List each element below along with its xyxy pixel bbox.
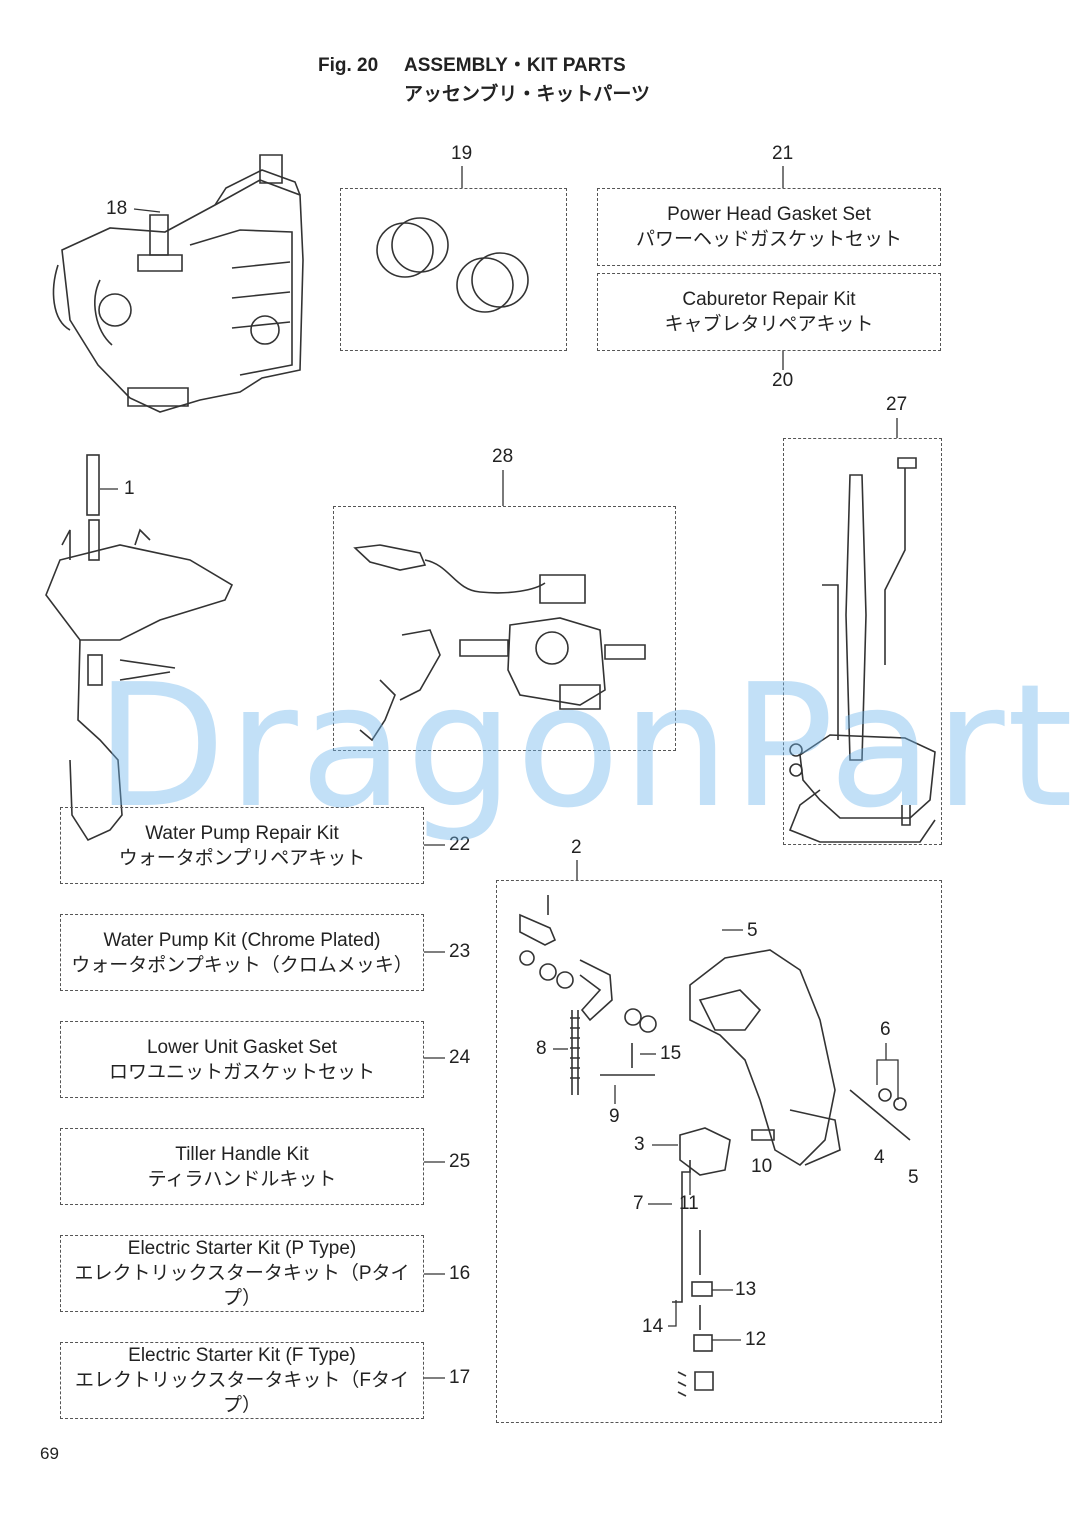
- water-pump-repair-kit-jp: ウォータポンプリペアキット: [118, 847, 366, 869]
- figure-number: Fig. 20: [318, 55, 379, 76]
- callout-14: 14: [642, 1316, 664, 1337]
- callout-15: 15: [660, 1043, 682, 1064]
- watermark: DragonPart.ru: [95, 648, 1075, 846]
- callout-17: 17: [449, 1367, 471, 1388]
- callout-27: 27: [886, 394, 908, 415]
- figure-title: Fig. 20 ASSEMBLY・KIT PARTS アッセンブリ・キットパーツ: [318, 50, 650, 106]
- callout-16: 16: [449, 1263, 471, 1284]
- callout-8: 8: [536, 1038, 547, 1059]
- callout-5-top: 5: [747, 920, 758, 941]
- lower-unit-gasket-set-jp: ロワユニットガスケットセット: [108, 1061, 375, 1083]
- water-pump-repair-kit-en: Water Pump Repair Kit: [145, 822, 339, 844]
- electric-starter-kit-p-jp: エレクトリックスタータキット（Pタイプ）: [74, 1263, 410, 1309]
- callout-1: 1: [124, 478, 135, 499]
- electric-starter-kit-f-en: Electric Starter Kit (F Type): [128, 1345, 356, 1366]
- callout-28: 28: [492, 446, 514, 467]
- figure-title-en: ASSEMBLY・KIT PARTS: [404, 55, 626, 76]
- callout-25: 25: [449, 1151, 471, 1172]
- water-pump-kit-chrome-en: Water Pump Kit (Chrome Plated): [103, 929, 381, 951]
- cable-assembly-box: [333, 506, 676, 751]
- callout-9: 9: [609, 1106, 620, 1127]
- water-pump-kit-chrome-box: Water Pump Kit (Chrome Plated) ウォータポンプキッ…: [60, 914, 424, 991]
- callout-10: 10: [751, 1156, 773, 1177]
- piston-rings-box: [340, 188, 567, 351]
- callout-19: 19: [451, 143, 473, 164]
- callout-24: 24: [449, 1047, 471, 1068]
- tiller-handle-kit-en: Tiller Handle Kit: [175, 1143, 309, 1165]
- callout-7: 7: [633, 1193, 644, 1214]
- power-head-drawing: [52, 154, 304, 413]
- callout-21: 21: [772, 143, 794, 164]
- callout-20: 20: [772, 370, 794, 391]
- callout-12: 12: [745, 1329, 767, 1350]
- lower-unit-gasket-set-box: Lower Unit Gasket Set ロワユニットガスケットセット: [60, 1021, 424, 1098]
- callout-18: 18: [106, 198, 128, 219]
- water-pump-kit-chrome-jp: ウォータポンプキット（クロムメッキ）: [71, 954, 413, 976]
- callout-23: 23: [449, 941, 471, 962]
- callout-11: 11: [679, 1193, 699, 1214]
- carburetor-repair-kit-box: Caburetor Repair Kit キャブレタリペアキット: [597, 273, 941, 351]
- bracket-assembly-box: [496, 880, 942, 1423]
- page-number: 69: [40, 1444, 59, 1463]
- callout-5-bottom: 5: [908, 1167, 919, 1188]
- shaft-assembly-box: [783, 438, 942, 845]
- power-head-gasket-set-jp: パワーヘッドガスケットセット: [635, 229, 902, 250]
- lower-unit-gasket-set-en: Lower Unit Gasket Set: [146, 1036, 338, 1058]
- tiller-handle-kit-box: Tiller Handle Kit ティラハンドルキット: [60, 1128, 424, 1205]
- water-pump-repair-kit-box: Water Pump Repair Kit ウォータポンプリペアキット: [60, 807, 424, 884]
- callout-13: 13: [735, 1279, 757, 1300]
- callout-3: 3: [634, 1134, 645, 1155]
- carburetor-repair-kit-jp: キャブレタリペアキット: [664, 314, 874, 335]
- callout-6: 6: [880, 1019, 891, 1040]
- electric-starter-kit-f-jp: エレクトリックスタータキット（Fタイプ）: [74, 1370, 410, 1416]
- electric-starter-kit-p-en: Electric Starter Kit (P Type): [127, 1238, 357, 1259]
- electric-starter-kit-f-box: Electric Starter Kit (F Type) エレクトリックスター…: [60, 1342, 424, 1419]
- electric-starter-kit-p-box: Electric Starter Kit (P Type) エレクトリックスター…: [60, 1235, 424, 1312]
- power-head-gasket-set-en: Power Head Gasket Set: [667, 204, 871, 225]
- carburetor-repair-kit-en: Caburetor Repair Kit: [682, 289, 856, 310]
- power-head-gasket-set-box: Power Head Gasket Set パワーヘッドガスケットセット: [597, 188, 941, 266]
- callout-2: 2: [571, 837, 582, 858]
- callout-22: 22: [449, 834, 471, 855]
- callout-4: 4: [874, 1147, 885, 1168]
- tiller-handle-kit-jp: ティラハンドルキット: [147, 1168, 337, 1190]
- figure-title-jp: アッセンブリ・キットパーツ: [404, 84, 651, 105]
